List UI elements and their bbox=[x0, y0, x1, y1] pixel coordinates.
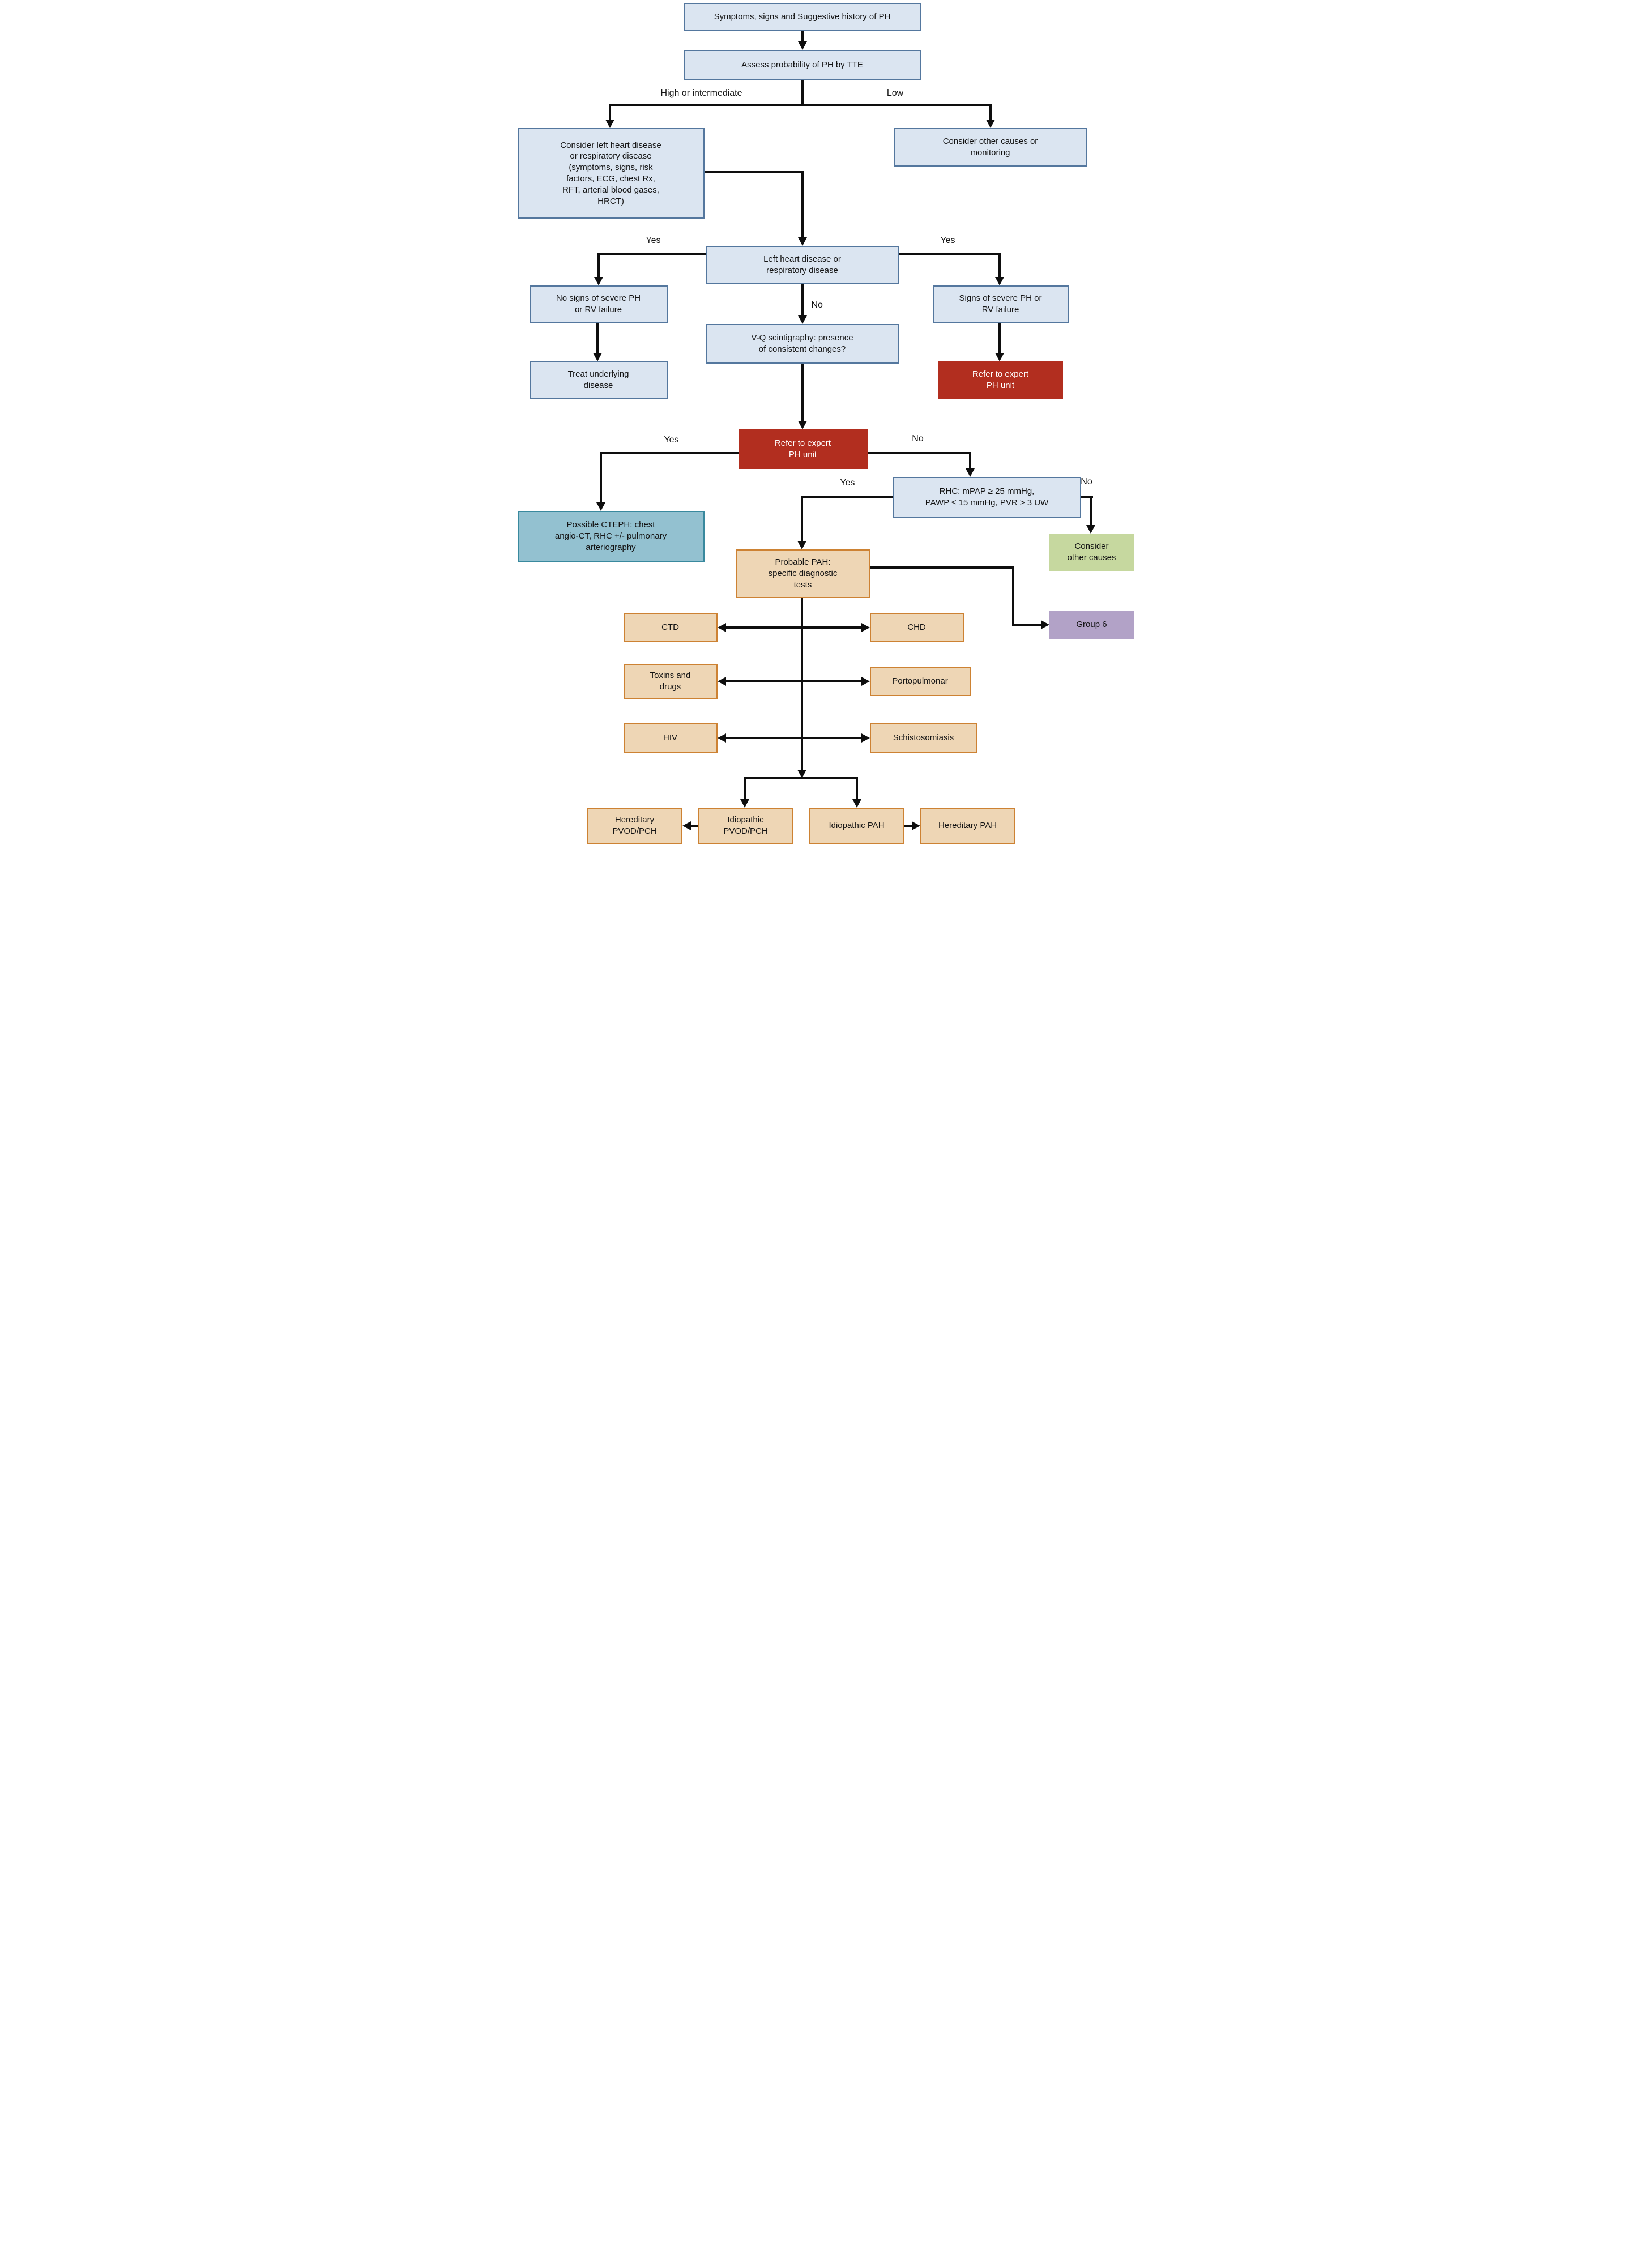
node-schistosomiasis: Schistosomiasis bbox=[869, 723, 977, 753]
connector-line bbox=[998, 253, 1001, 278]
connector-line bbox=[1011, 624, 1041, 626]
connector-line bbox=[855, 777, 858, 800]
edge-label-yes: Yes bbox=[646, 236, 661, 245]
connector-line bbox=[800, 496, 803, 541]
connector-line bbox=[802, 496, 893, 498]
arrow-down-icon bbox=[965, 468, 975, 477]
node-hiv: HIV bbox=[623, 723, 718, 753]
arrow-right-icon bbox=[861, 733, 870, 743]
arrow-down-icon bbox=[994, 277, 1004, 285]
connector-line bbox=[870, 566, 1014, 569]
arrow-right-icon bbox=[861, 677, 870, 686]
connector-line bbox=[801, 364, 804, 421]
connector-line bbox=[800, 598, 803, 770]
connector-line bbox=[597, 253, 600, 278]
connector-line bbox=[867, 452, 971, 454]
arrow-left-icon bbox=[717, 733, 726, 743]
node-signs-severe-ph: Signs of severe PH or RV failure bbox=[932, 285, 1069, 323]
node-no-signs-severe-ph: No signs of severe PH or RV failure bbox=[529, 285, 668, 323]
connector-line bbox=[609, 104, 991, 106]
node-consider-left-heart-disease: Consider left heart disease or respirato… bbox=[517, 128, 705, 219]
node-possible-cteph: Possible CTEPH: chest angio-CT, RHC +/- … bbox=[517, 511, 705, 562]
connector-line bbox=[1089, 496, 1092, 526]
node-assess-probability-tte: Assess probability of PH by TTE bbox=[683, 50, 921, 80]
node-treat-underlying-disease: Treat underlying disease bbox=[529, 361, 668, 399]
connector-line bbox=[596, 323, 599, 353]
arrow-down-icon bbox=[797, 770, 806, 778]
node-group-6: Group 6 bbox=[1049, 611, 1134, 639]
ph-diagnostic-flowchart: Symptoms, signs and Suggestive history o… bbox=[514, 0, 1138, 846]
arrow-down-icon bbox=[592, 353, 602, 361]
node-refer-expert-ph-unit-right: Refer to expert PH unit bbox=[938, 361, 1063, 399]
arrow-down-icon bbox=[797, 237, 807, 246]
connector-line bbox=[1081, 496, 1093, 498]
connector-line bbox=[608, 104, 611, 120]
node-refer-expert-ph-unit-center: Refer to expert PH unit bbox=[738, 429, 868, 469]
arrow-down-icon bbox=[797, 41, 807, 50]
node-hereditary-pvod-pch: Hereditary PVOD/PCH bbox=[587, 808, 682, 844]
arrow-down-icon bbox=[852, 799, 861, 808]
node-idiopathic-pvod-pch: Idiopathic PVOD/PCH bbox=[698, 808, 793, 844]
arrow-down-icon bbox=[594, 277, 603, 285]
node-left-heart-or-respiratory-disease: Left heart disease or respiratory diseas… bbox=[706, 246, 899, 284]
node-ctd: CTD bbox=[623, 613, 718, 642]
arrow-down-icon bbox=[797, 421, 807, 429]
connector-line bbox=[690, 825, 698, 827]
edge-label-low: Low bbox=[886, 88, 904, 98]
arrow-left-icon bbox=[717, 677, 726, 686]
connector-line bbox=[801, 171, 804, 238]
connector-line bbox=[744, 777, 858, 779]
node-portopulmonar: Portopulmonar bbox=[869, 667, 971, 696]
node-idiopathic-pah: Idiopathic PAH bbox=[809, 808, 904, 844]
connector-line bbox=[599, 452, 602, 503]
arrow-left-icon bbox=[682, 821, 691, 830]
node-rhc-criteria: RHC: mPAP ≥ 25 mmHg, PAWP ≤ 15 mmHg, PVR… bbox=[893, 477, 1081, 518]
connector-line bbox=[724, 626, 862, 629]
arrow-down-icon bbox=[797, 541, 806, 549]
edge-label-no: No bbox=[1081, 477, 1092, 487]
connector-line bbox=[801, 284, 804, 316]
connector-line bbox=[801, 80, 804, 105]
arrow-down-icon bbox=[797, 315, 807, 324]
arrow-right-icon bbox=[861, 623, 870, 632]
connector-line bbox=[1011, 566, 1014, 625]
edge-label-no: No bbox=[912, 434, 924, 443]
connector-line bbox=[600, 452, 739, 454]
connector-line bbox=[743, 777, 746, 800]
arrow-right-icon bbox=[911, 821, 920, 830]
node-symptoms-signs-history: Symptoms, signs and Suggestive history o… bbox=[683, 3, 921, 31]
arrow-down-icon bbox=[596, 502, 605, 511]
node-probable-pah: Probable PAH: specific diagnostic tests bbox=[735, 549, 870, 598]
arrow-down-icon bbox=[740, 799, 749, 808]
connector-line bbox=[998, 323, 1001, 353]
connector-line bbox=[599, 253, 706, 255]
connector-line bbox=[898, 253, 1001, 255]
connector-line bbox=[801, 31, 804, 42]
arrow-left-icon bbox=[717, 623, 726, 632]
connector-line bbox=[724, 680, 862, 682]
node-consider-other-causes-monitoring: Consider other causes or monitoring bbox=[894, 128, 1087, 167]
node-hereditary-pah: Hereditary PAH bbox=[920, 808, 1015, 844]
node-toxins-and-drugs: Toxins and drugs bbox=[623, 664, 718, 699]
arrow-right-icon bbox=[1040, 620, 1049, 629]
node-chd: CHD bbox=[869, 613, 964, 642]
edge-label-yes: Yes bbox=[940, 236, 955, 245]
arrow-down-icon bbox=[1086, 525, 1095, 534]
connector-line bbox=[724, 737, 862, 739]
node-vq-scintigraphy: V-Q scintigraphy: presence of consistent… bbox=[706, 324, 899, 364]
edge-label-no: No bbox=[811, 300, 823, 310]
connector-line bbox=[989, 104, 992, 120]
connector-line bbox=[704, 171, 804, 173]
edge-label-high-or-intermediate: High or intermediate bbox=[660, 88, 742, 98]
arrow-down-icon bbox=[605, 120, 614, 128]
connector-line bbox=[904, 825, 912, 827]
node-consider-other-causes: Consider other causes bbox=[1049, 534, 1134, 571]
edge-label-yes: Yes bbox=[664, 435, 679, 445]
edge-label-yes: Yes bbox=[840, 478, 855, 488]
arrow-down-icon bbox=[985, 120, 995, 128]
arrow-down-icon bbox=[994, 353, 1004, 361]
connector-line bbox=[968, 452, 971, 469]
